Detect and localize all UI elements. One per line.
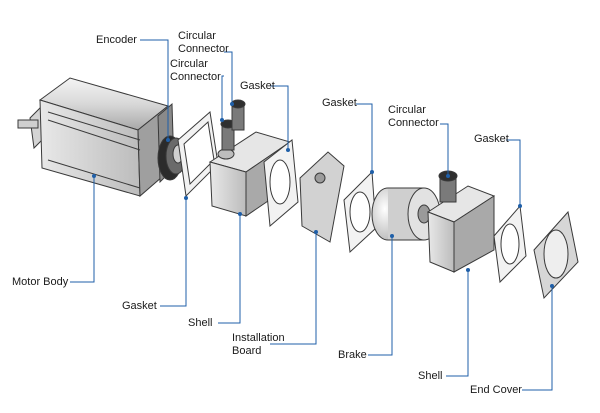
motor-body-part <box>17 77 175 198</box>
label-gasket-4: Gasket <box>122 300 157 312</box>
label-circular-connector-1: Circular Connector <box>178 30 229 55</box>
label-gasket-3: Gasket <box>474 133 509 145</box>
leader-dots <box>92 102 554 288</box>
installation-board-part <box>299 151 345 243</box>
label-installation-board: Installation Board <box>232 332 285 357</box>
label-circular-connector-2: Circular Connector <box>170 58 221 83</box>
gasket-3-part <box>343 170 377 254</box>
label-shell-1: Shell <box>188 317 213 329</box>
label-shell-2: Shell <box>418 370 443 382</box>
gasket-2-part <box>263 139 299 228</box>
label-motor-body: Motor Body <box>12 276 69 288</box>
end-cover-part <box>533 210 579 300</box>
leader-lines <box>70 39 553 391</box>
label-circular-connector-3: Circular Connector <box>388 104 439 129</box>
label-end-cover: End Cover <box>470 384 522 396</box>
gasket-1-part <box>177 111 219 198</box>
gasket-4-part <box>493 204 527 284</box>
label-encoder: Encoder <box>96 34 137 46</box>
label-brake: Brake <box>338 349 367 361</box>
shell-2-part <box>426 170 496 273</box>
label-gasket-2: Gasket <box>322 97 357 109</box>
label-gasket-1: Gasket <box>240 80 275 92</box>
